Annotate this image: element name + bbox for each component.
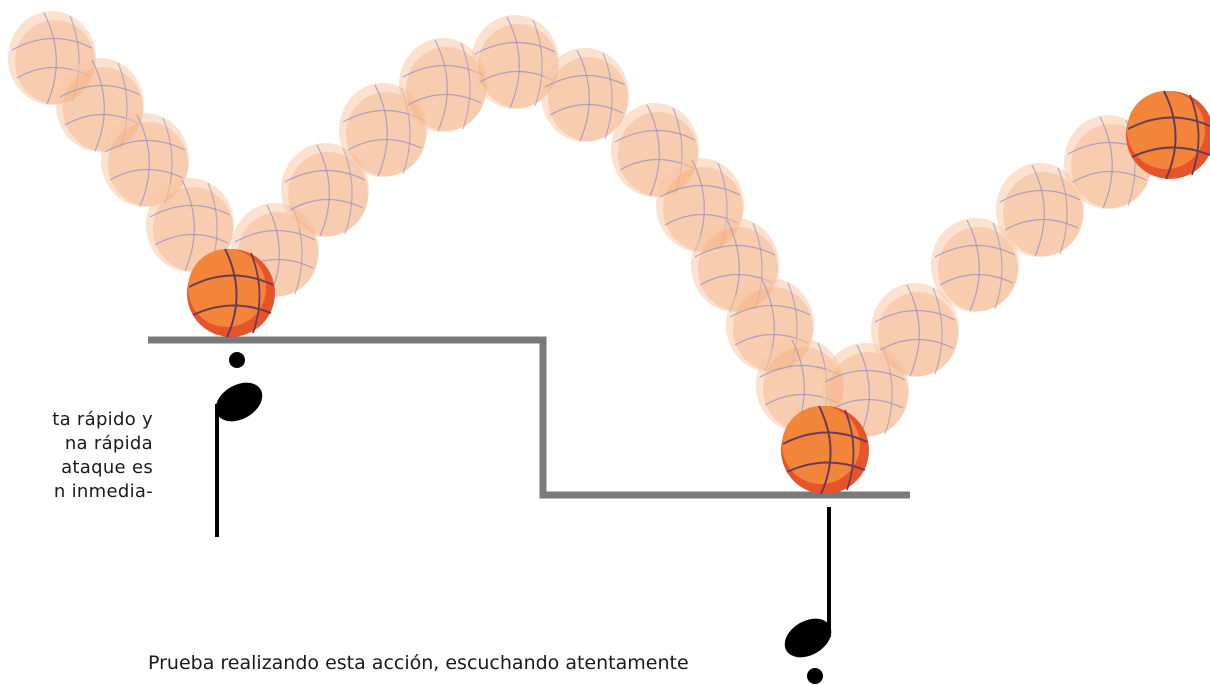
quarter-note-icon: [784, 507, 832, 684]
bottom-instruction: Prueba realizando esta acción, escuchand…: [148, 652, 689, 674]
side-text-line: ta rápido y: [52, 409, 153, 430]
side-text-line: na rápida: [64, 433, 153, 454]
side-paragraph: ta rápido y na rápida ataque es n inmedi…: [0, 408, 153, 504]
quarter-note-icon: [215, 352, 263, 537]
floor-step-line: [148, 336, 910, 499]
side-text-line: n inmedia-: [53, 481, 153, 502]
basketball-icon: [780, 405, 870, 495]
basketball-icon: [540, 47, 630, 143]
basketball-icon: [186, 248, 276, 338]
ball-trail-left: [7, 10, 1153, 438]
side-text-line: ataque es: [61, 457, 153, 478]
staccato-dot-icon: [807, 668, 823, 684]
basketball-icon: [1125, 90, 1210, 180]
staccato-dot-icon: [229, 352, 245, 368]
